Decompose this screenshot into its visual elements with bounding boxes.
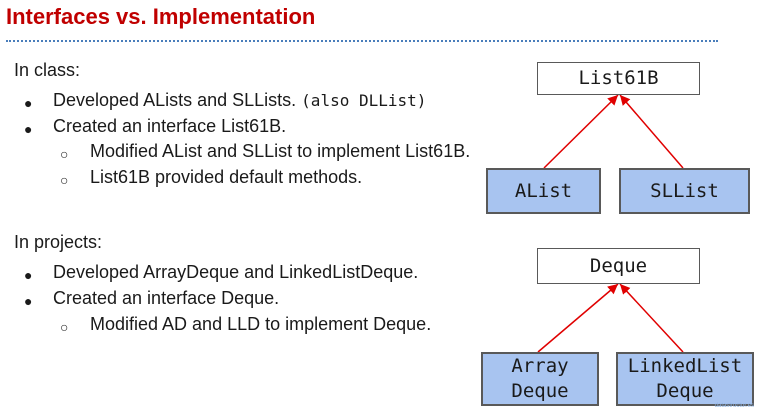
in-class-item-1: Developed ALists and SLLists. (also DLLi… [53,90,426,111]
linkedlistdeque-label-line1: LinkedList [627,355,743,377]
alist-label: AList [514,179,573,202]
linkedlistdeque-label-line2: Deque [656,380,714,402]
arraydeque-class-box: Array Deque [481,352,599,406]
hollow-bullet-icon: ○ [60,319,69,335]
in-class-item-2: Created an interface List61B. [53,116,287,136]
footer-watermark: datastructur.es [714,403,754,409]
title-divider [6,40,718,42]
list61b-label: List61B [578,67,659,89]
arrow-alist-to-list61b [543,94,619,169]
deque-interface-box: Deque [537,248,700,284]
in-projects-item-2: Created an interface Deque. [53,288,280,308]
arraydeque-label-line2: Deque [511,380,569,402]
arrow-linkedlistdeque-to-deque [619,283,684,353]
in-class-item-1-text: Developed ALists and SLLists. [53,90,297,110]
bullet-icon: ● [24,267,33,283]
hollow-bullet-icon: ○ [60,146,69,162]
in-class-heading: In class: [14,60,81,80]
in-projects-item-1: Developed ArrayDeque and LinkedListDeque… [53,262,419,282]
in-projects-heading: In projects: [14,232,103,252]
slide-title: Interfaces vs. Implementation [6,4,316,29]
in-class-subitem-2: List61B provided default methods. [90,167,363,187]
linkedlistdeque-class-box: LinkedList Deque [616,352,754,406]
in-projects-subitem-1: Modified AD and LLD to implement Deque. [90,314,432,334]
hollow-bullet-icon: ○ [60,172,69,188]
sllist-label: SLList [650,179,719,202]
sllist-class-box: SLList [619,168,750,214]
deque-label: Deque [589,254,648,277]
in-class-subitem-1: Modified AList and SLList to implement L… [90,141,471,161]
arrow-sllist-to-list61b [619,94,684,169]
arraydeque-label-line1: Array [511,355,569,377]
list61b-interface-box: List61B [537,62,700,95]
alist-class-box: AList [486,168,601,214]
in-class-item-1-note: (also DLList) [301,91,427,110]
bullet-icon: ● [24,293,33,309]
bullet-icon: ● [24,95,33,111]
arrow-arraydeque-to-deque [537,283,619,353]
bullet-icon: ● [24,121,33,137]
